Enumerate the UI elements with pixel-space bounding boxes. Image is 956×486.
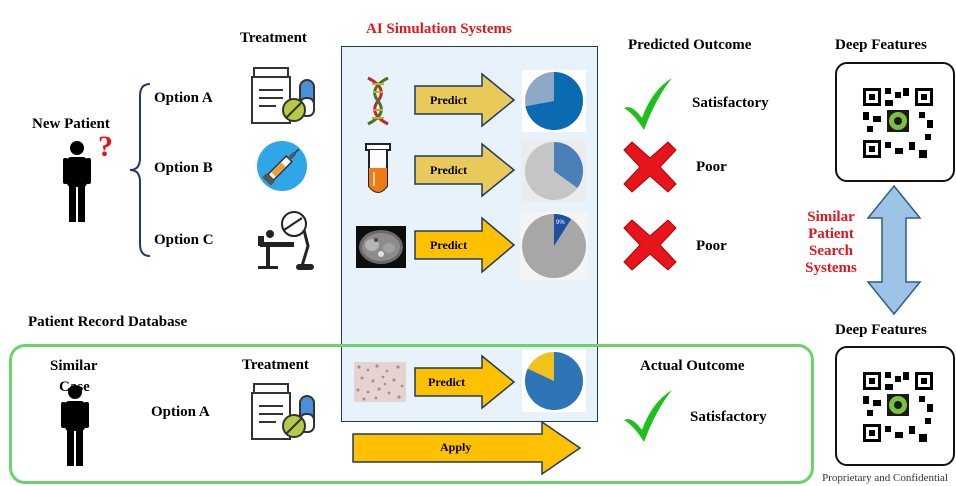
ai-simulation-title: AI Simulation Systems [366, 21, 512, 37]
db-treatment-label: Treatment [242, 357, 309, 373]
options-brace-icon [129, 83, 151, 257]
dna-icon [367, 76, 389, 126]
patient-record-database-label: Patient Record Database [28, 314, 188, 330]
double-vertical-arrow [866, 184, 922, 316]
check-icon-1 [624, 78, 672, 130]
predict-arrow-3 [414, 216, 516, 274]
outcome-label-2: Poor [696, 159, 727, 175]
predict-arrow-db [414, 354, 516, 410]
apply-label: Apply [440, 440, 472, 454]
actual-outcome-label: Actual Outcome [640, 358, 745, 374]
predict-arrow-2 [414, 142, 516, 198]
similar-case-person-icon [61, 385, 89, 466]
option-a-label: Option A [154, 90, 213, 106]
db-medicine-jar-pills-icon [251, 383, 315, 440]
pie-2-slice [554, 142, 584, 189]
predict-label-1: Predict [430, 93, 468, 107]
option-c-label: Option C [154, 232, 214, 248]
qr-code-icon-bottom [863, 372, 933, 442]
pie-chart-2 [522, 140, 586, 202]
similar-case-line-1: Similar [50, 358, 98, 374]
predict-label-2: Predict [430, 163, 468, 177]
confidential-footer: Proprietary and Confidential [822, 472, 948, 484]
deep-features-bottom-label: Deep Features [835, 322, 927, 338]
similar-search-line-2: Patient [808, 226, 854, 242]
db-outcome-label: Satisfactory [690, 409, 767, 425]
outcome-label-1: Satisfactory [692, 95, 769, 111]
treatment-header-top: Treatment [240, 30, 307, 46]
medicine-jar-pills-icon [251, 67, 315, 124]
db-check-icon [624, 390, 672, 442]
deep-features-top-label: Deep Features [835, 37, 927, 53]
qr-code-icon-top [863, 88, 933, 158]
ct-scan-image [356, 226, 406, 268]
option-b-label: Option B [154, 160, 213, 176]
pie-3-slice [554, 214, 572, 246]
pie-3-percent-label: 9% [556, 220, 565, 226]
similar-search-label: Similar Patient Search Systems [796, 209, 866, 277]
histology-slide-image [354, 362, 406, 402]
pie-db-slice [525, 351, 583, 410]
db-option-label: Option A [151, 404, 210, 420]
deep-features-top-box [835, 62, 955, 182]
similar-search-line-1: Similar [807, 209, 855, 225]
deep-features-bottom-box [835, 346, 955, 466]
apply-arrow [352, 420, 582, 476]
predicted-outcome-header: Predicted Outcome [628, 37, 752, 53]
patient-record-database-box [9, 344, 814, 484]
question-mark-icon: ? [98, 130, 113, 163]
pie-1-slice [525, 72, 583, 130]
pie-chart-3: 9% [520, 212, 588, 280]
predict-arrow-1 [414, 72, 516, 128]
pie-chart-1 [522, 70, 586, 132]
outcome-label-3: Poor [696, 238, 727, 254]
similar-search-line-4: Systems [805, 260, 857, 276]
predict-label-3: Predict [430, 238, 468, 252]
cross-icon-3 [623, 219, 677, 271]
surgery-icon [258, 211, 314, 270]
pie-chart-db [522, 350, 586, 412]
syringe-icon [257, 141, 307, 191]
similar-search-line-3: Search [809, 243, 853, 259]
test-tube-icon [365, 143, 391, 193]
cross-icon-2 [623, 141, 677, 193]
new-patient-label: New Patient [32, 116, 110, 132]
predict-label-db: Predict [428, 375, 466, 389]
new-patient-person-icon [63, 141, 91, 222]
